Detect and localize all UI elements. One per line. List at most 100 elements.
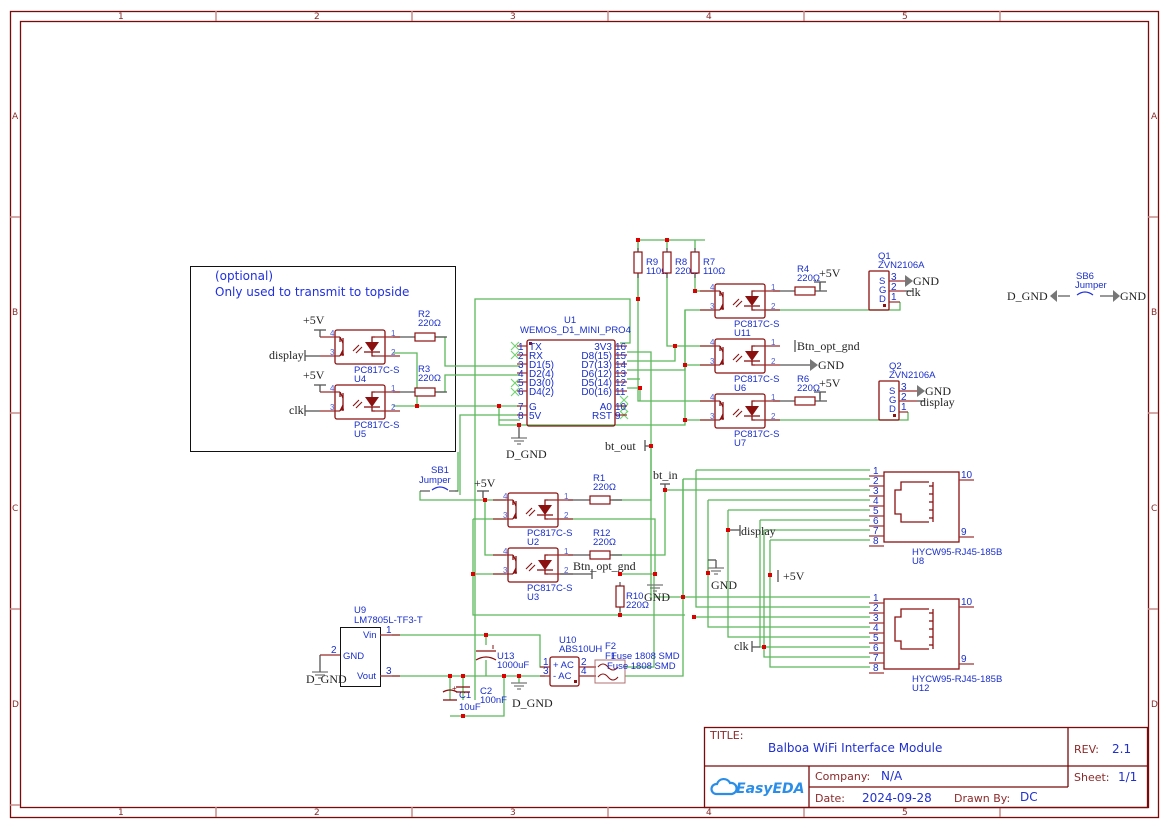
net-clk: clk: [734, 639, 749, 653]
q2-mosfet[interactable]: Q2 ZVN2106A S G D 3 2 1: [878, 361, 936, 421]
u1-right-pin-num: 9: [615, 411, 621, 422]
zone-row-c-right: C: [1151, 504, 1157, 514]
opto-pin-4: 4: [710, 393, 715, 402]
wires: [392, 239, 909, 717]
u1-right-pin-num: 16: [615, 342, 627, 353]
c2-capacitor[interactable]: C2 100nF: [456, 686, 507, 706]
u1-left-pin-name: G: [529, 402, 537, 413]
junction-dot: [663, 488, 667, 492]
rj45-pin-num: 1: [873, 466, 879, 477]
r2-value: 220Ω: [418, 318, 441, 329]
net-plus-5v: +5V: [303, 368, 325, 382]
opto-pin-1: 1: [391, 384, 396, 393]
q2-pinnum-2: 2: [901, 392, 907, 403]
u8-ref: U8: [912, 556, 924, 567]
sheet-title: Balboa WiFi Interface Module: [768, 741, 942, 755]
no-connect-markers: [510, 341, 629, 420]
u10-pinnum-4: 4: [581, 666, 587, 677]
u1-left-pin-name: D4(2): [529, 387, 554, 398]
q1-pinnum-3: 3: [891, 272, 897, 283]
opto-pin-4: 4: [330, 384, 335, 393]
net-plus-5v: +5V: [819, 376, 841, 390]
u9-pin-gnd: GND: [343, 651, 364, 662]
c1-ref: C1: [459, 690, 471, 701]
junction-dot: [683, 418, 687, 422]
q1-mosfet[interactable]: Q1 ZVN2106A S G D 3 2 1: [868, 251, 925, 311]
zone-col-4: 4: [706, 12, 712, 22]
u9-pin-vout: Vout: [357, 671, 376, 682]
c2-value: 100nF: [480, 695, 507, 706]
opto-pin-3: 3: [503, 511, 508, 520]
opto-pin-3: 3: [330, 403, 335, 412]
r12-value: 220Ω: [593, 537, 616, 548]
opto-pin-1: 1: [771, 338, 776, 347]
net-clk: clk: [289, 403, 304, 417]
u10-bridge-rectifier[interactable]: U10 ABS10UH + AC - AC 1 3 2 4: [540, 635, 602, 687]
q2-pin-d: D: [889, 404, 896, 415]
u13-capacitor[interactable]: U13 1000uF: [475, 645, 529, 671]
f1-f2-fuses[interactable]: F2 F1 Fuse 1808 SMD Fuse 1808 SMD: [594, 641, 680, 684]
zone-col-5: 5: [902, 12, 908, 22]
u9-ref: U9: [354, 605, 366, 616]
q1-pin-d: D: [879, 294, 886, 305]
u9-regulator[interactable]: U9 LM7805L-TF3-T Vin GND Vout 1 2 3: [320, 605, 423, 687]
u11-value: PC817C-S: [734, 319, 779, 330]
u1-right-pin-name: A0: [600, 402, 613, 413]
rj45-pin-num: 5: [873, 633, 879, 644]
title-label: TITLE:: [709, 729, 743, 742]
rj45-pin-num: 8: [873, 663, 879, 674]
net-d-gnd: D_GND: [512, 696, 553, 710]
drawn-by-label: Drawn By:: [954, 792, 1010, 805]
rev-label: REV:: [1074, 743, 1099, 756]
opto-pin-1: 1: [771, 393, 776, 402]
c1-capacitor[interactable]: + C1 10uF: [442, 684, 481, 713]
opto-pin-3: 3: [710, 357, 715, 366]
zone-row-c: C: [12, 504, 18, 514]
sb1-value: Jumper: [419, 475, 451, 486]
rj45-pin-num: 3: [873, 613, 879, 624]
q2-pinnum-1: 1: [901, 402, 907, 413]
sb1-jumper[interactable]: SB1 Jumper: [419, 465, 458, 492]
f2-value: Fuse 1808 SMD: [611, 651, 680, 662]
net-plus-5v: +5V: [474, 476, 496, 490]
junction-dot: [768, 573, 772, 577]
opto-pin-3: 3: [710, 412, 715, 421]
u2-ref: U2: [527, 537, 539, 548]
u1-right-pin-num: 12: [615, 378, 627, 389]
net-d-gnd: D_GND: [506, 447, 547, 461]
rj45-pin-num: 8: [873, 536, 879, 547]
r4-value: 220Ω: [797, 273, 820, 284]
net-gnd: GND: [913, 274, 939, 288]
f1-ref: F1: [605, 651, 616, 662]
u9-pin-vin: Vin: [363, 630, 377, 641]
c1-value: 10uF: [459, 702, 481, 713]
junctions: [415, 238, 772, 718]
u13-ref: U13: [497, 651, 514, 662]
opto-pin-2: 2: [564, 566, 569, 575]
sb6-jumper[interactable]: SB6 Jumper D_GND GND: [1007, 271, 1146, 303]
net-plus-5v: +5V: [783, 569, 805, 583]
junction-dot: [693, 289, 697, 293]
u10-pinnum-3: 3: [543, 666, 549, 677]
u12-value: HYCW95-RJ45-185B: [912, 674, 1002, 685]
